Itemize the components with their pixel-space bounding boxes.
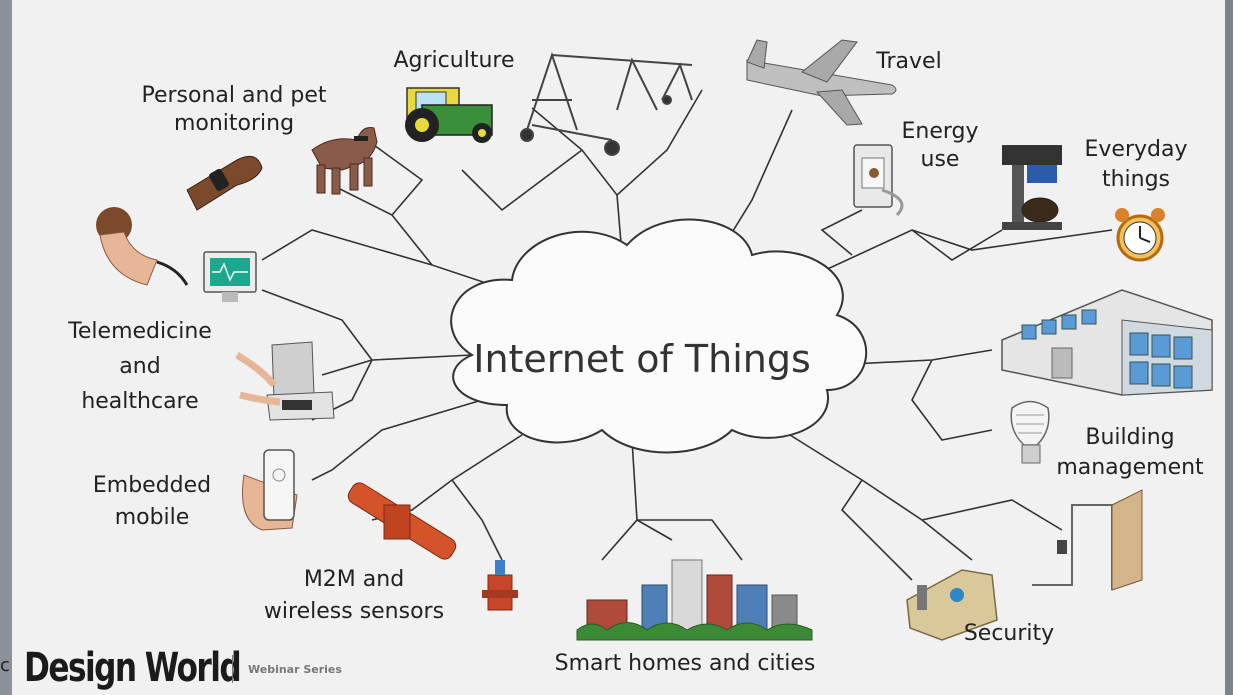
- light-bulb-icon: [1010, 400, 1050, 464]
- alarm-clock-icon: [1115, 208, 1165, 262]
- door-icon: [1032, 489, 1143, 591]
- left-frame-border: [0, 0, 12, 695]
- label-smart-homes: Smart homes and cities: [555, 651, 816, 676]
- outlet-icon: [853, 144, 904, 217]
- right-frame-border: [1225, 0, 1233, 695]
- label-telemedicine-1: Telemedicine: [67, 319, 212, 344]
- diagram-svg: Internet of Things: [67, 39, 1213, 676]
- heart-monitor-icon: [203, 251, 257, 302]
- dog-icon: [311, 127, 378, 195]
- center-title: Internet of Things: [473, 337, 811, 381]
- office-building-icon: [1001, 289, 1213, 396]
- cloud-shape: [450, 218, 868, 454]
- label-everyday-2: things: [1102, 167, 1170, 192]
- pipe-valve-icon: [347, 482, 457, 560]
- medical-scanner-icon: [235, 341, 335, 421]
- footer-cut-text: c: [0, 655, 10, 676]
- coffee-maker-icon: [1002, 145, 1062, 230]
- smartphone-icon: [241, 449, 298, 531]
- label-everyday-1: Everyday: [1085, 137, 1188, 162]
- hydrant-sensor-icon: [482, 560, 518, 611]
- category-labels: Agriculture Personal and pet monitoring …: [67, 48, 1204, 676]
- airplane-icon: [746, 39, 897, 126]
- footer-bar: c Design World Webinar Series: [0, 639, 1233, 695]
- label-security: Security: [964, 621, 1054, 646]
- city-skyline-icon: [576, 559, 813, 641]
- label-building-2: management: [1056, 455, 1204, 480]
- label-energy-2: use: [921, 147, 960, 172]
- label-m2m-1: M2M and: [304, 567, 404, 592]
- webinar-series-label: Webinar Series: [248, 663, 342, 676]
- tractor-icon: [405, 87, 493, 143]
- label-telemedicine-3: healthcare: [81, 389, 198, 414]
- label-agriculture: Agriculture: [394, 48, 515, 73]
- connector-lines: [261, 89, 1113, 581]
- label-building-1: Building: [1085, 425, 1174, 450]
- irrigation-icon: [520, 51, 693, 156]
- label-energy-1: Energy: [901, 119, 978, 144]
- patient-icon: [96, 207, 189, 286]
- iot-diagram: Internet of Things: [12, 0, 1225, 695]
- footer-divider: [232, 655, 233, 683]
- label-personal-pet-1: Personal and pet: [141, 83, 326, 108]
- label-embedded-2: mobile: [115, 505, 190, 530]
- design-world-logo: Design World: [24, 645, 242, 691]
- label-travel: Travel: [875, 49, 941, 74]
- security-scanner-icon: [906, 569, 998, 641]
- label-m2m-2: wireless sensors: [264, 599, 444, 624]
- label-embedded-1: Embedded: [93, 473, 211, 498]
- label-telemedicine-2: and: [119, 354, 160, 379]
- wrist-tracker-icon: [186, 155, 263, 211]
- label-personal-pet-2: monitoring: [174, 111, 294, 136]
